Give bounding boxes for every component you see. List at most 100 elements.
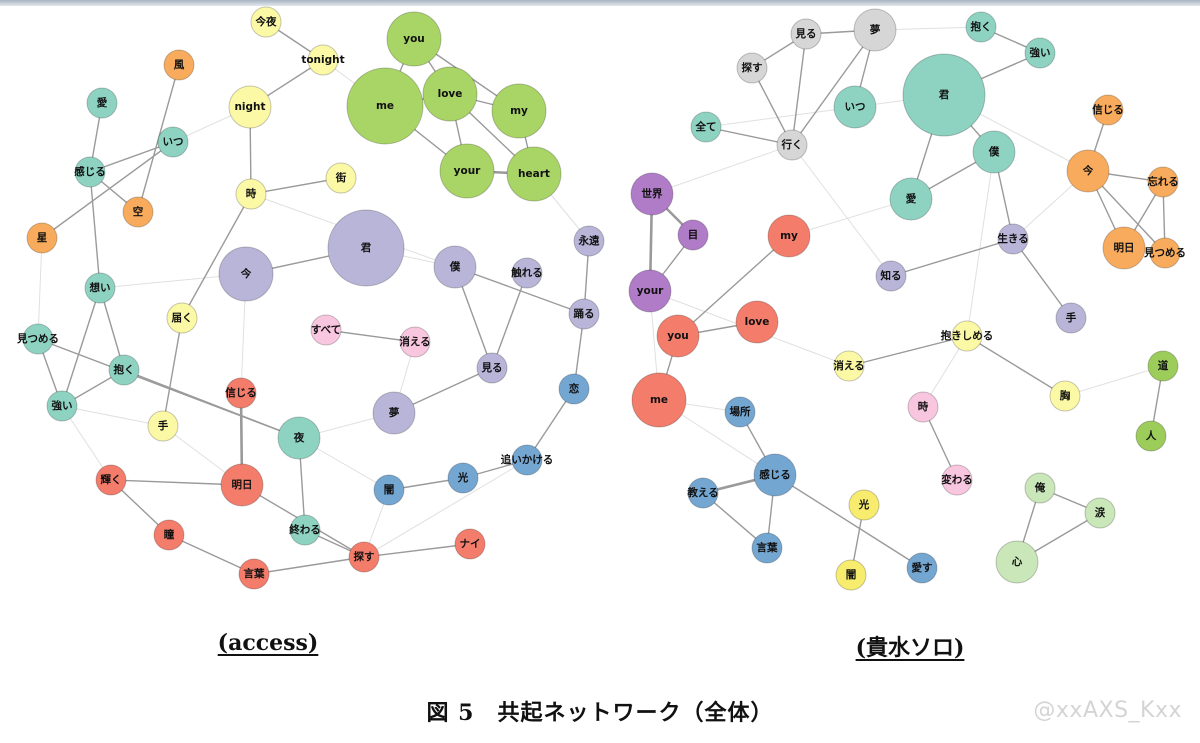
access-node-label-tonight: tonight (301, 54, 344, 66)
kisui-node-circle-aisu (906, 552, 938, 584)
kisui-node-circle-your (628, 269, 672, 313)
access-node-label-sagasu: 探す (354, 550, 375, 563)
kisui-node-label-toki: 時 (918, 400, 929, 413)
access-node-subete: すべて (310, 314, 342, 346)
access-node-circle-daku (108, 354, 140, 386)
access-node-ai: 愛 (86, 87, 118, 119)
kisui-node-circle-mitsumeru (1149, 237, 1181, 269)
kisui-node-boku: 僕 (972, 130, 1016, 174)
kisui-node-me: me (631, 372, 687, 428)
access-node-circle-tonight (307, 44, 339, 76)
access-node-ashita: 明日 (220, 463, 264, 507)
access-node-label-me: me (376, 100, 394, 112)
access-node-circle-konya (250, 6, 282, 38)
kisui-node-circle-michi (1147, 350, 1179, 382)
access-node-circle-kimi (327, 209, 405, 287)
kisui-node-label-me: me (650, 394, 668, 406)
access-node-label-machi: 街 (335, 171, 347, 184)
kisui-node-your: your (628, 269, 672, 313)
kisui-node-label-shiru: 知る (881, 269, 902, 282)
kisui-node-label-yume: 夢 (870, 23, 881, 36)
kisui-node-me2: 目 (677, 219, 709, 251)
kisui-node-label-mitsumeru: 見つめる (1143, 247, 1186, 259)
kisui-edge-dakishimeru-mune (966, 335, 1066, 397)
access-edge-boku-odoru (454, 266, 585, 315)
access-node-circle-yoru (277, 416, 321, 460)
kisui-node-circle-kotoba (751, 532, 783, 564)
access-node-label-kaze: 風 (174, 59, 185, 71)
kisui-node-label-wasureru: 忘れる (1147, 175, 1179, 188)
access-edge-sagasu-nai (363, 543, 471, 558)
access-node-circle-me (346, 67, 424, 145)
kisui-edge-ikiru-te (1012, 238, 1072, 319)
kisui-node-label-te: 手 (1066, 311, 1077, 324)
access-node-circle-yume (372, 391, 416, 435)
access-node-label-odoru: 踊る (574, 308, 595, 320)
kisui-node-shiru: 知る (875, 260, 907, 292)
kisui-node-yami: 闇 (835, 559, 867, 591)
kisui-node-label-boku: 僕 (988, 145, 1000, 158)
kisui-weak-edge-boku-dakishimeru (966, 151, 995, 337)
access-node-owaru: 終わる (289, 514, 321, 546)
kisui-node-namida: 涙 (1084, 497, 1116, 529)
kisui-node-kimi: 君 (902, 53, 986, 137)
kisui-node-label-ima: 今 (1082, 164, 1094, 177)
access-node-circle-heart (506, 146, 562, 202)
kisui-node-ima: 今 (1066, 149, 1110, 193)
access-node-circle-hoshi (26, 222, 58, 254)
kisui-node-label-aisu: 愛す (912, 561, 933, 574)
access-node-label-ima: 今 (240, 267, 252, 280)
access-node-label-love: love (438, 88, 463, 100)
kisui-weak-edge-ai-my (788, 198, 912, 237)
kisui-node-circle-miru (790, 18, 822, 50)
access-node-tonight: tonight (301, 44, 345, 76)
kisui-node-ai: 愛 (889, 177, 933, 221)
access-node-circle-eien (573, 225, 605, 257)
access-edge-hoshi-itsu (41, 141, 174, 239)
kisui-node-label-me2: 目 (688, 229, 699, 241)
access-node-label-oikakeru: 追いかける (501, 453, 554, 466)
access-node-label-kanjiru: 感じる (74, 165, 106, 178)
access-node-mitsumeru: 見つめる (16, 323, 59, 355)
kisui-node-circle-te (1055, 302, 1087, 334)
access-node-kimi: 君 (327, 209, 405, 287)
access-node-label-hoshi: 星 (37, 232, 48, 244)
kisui-node-circle-wasureru (1147, 166, 1179, 198)
access-node-circle-mitsumeru (22, 323, 54, 355)
access-node-boku: 僕 (433, 245, 477, 289)
kisui-node-circle-shiru (875, 260, 907, 292)
kisui-node-circle-itsu (833, 85, 877, 129)
access-edge-kotoba-sagasu (253, 556, 365, 575)
kisui-node-sekai: 世界 (630, 172, 674, 216)
access-node-koi: 恋 (558, 373, 590, 405)
access-node-label-kieru: 消える (399, 335, 430, 348)
kisui-node-circle-toki (907, 391, 939, 423)
kisui-node-circle-oshieru (687, 477, 719, 509)
access-node-kaze: 風 (163, 49, 195, 81)
kisui-node-label-love: love (745, 316, 770, 328)
access-node-nai: ナイ (454, 528, 486, 560)
access-node-circle-subete (310, 314, 342, 346)
access-node-circle-fureru (511, 257, 543, 289)
kisui-node-circle-hito (1135, 420, 1167, 452)
access-node-label-shinjiru: 信じる (225, 386, 257, 399)
access-node-circle-miru (476, 352, 508, 384)
kisui-node-label-your: your (637, 285, 665, 297)
kisui-node-hito: 人 (1135, 420, 1167, 452)
kisui-node-subete: 全て (690, 111, 722, 143)
access-node-hikari: 光 (447, 462, 479, 494)
kisui-node-te: 手 (1055, 302, 1087, 334)
kisui-node-circle-daku (965, 11, 997, 43)
kisui-node-circle-love (735, 300, 779, 344)
kisui-node-kawaru: 変わる (941, 464, 973, 496)
access-node-your: your (439, 143, 495, 199)
access-node-label-hikari: 光 (457, 471, 469, 484)
kisui-node-label-sagasu: 探す (742, 61, 763, 74)
kisui-node-mitsumeru: 見つめる (1143, 237, 1186, 269)
access-node-heart: heart (506, 146, 562, 202)
access-node-machi: 街 (325, 162, 357, 194)
kisui-edge-kanjiru-aisu (774, 474, 923, 569)
access-node-label-tsuyoi: 強い (52, 399, 73, 412)
access-weak-edge-oikakeru-sagasu (363, 459, 528, 558)
access-node-circle-todoku (166, 302, 198, 334)
